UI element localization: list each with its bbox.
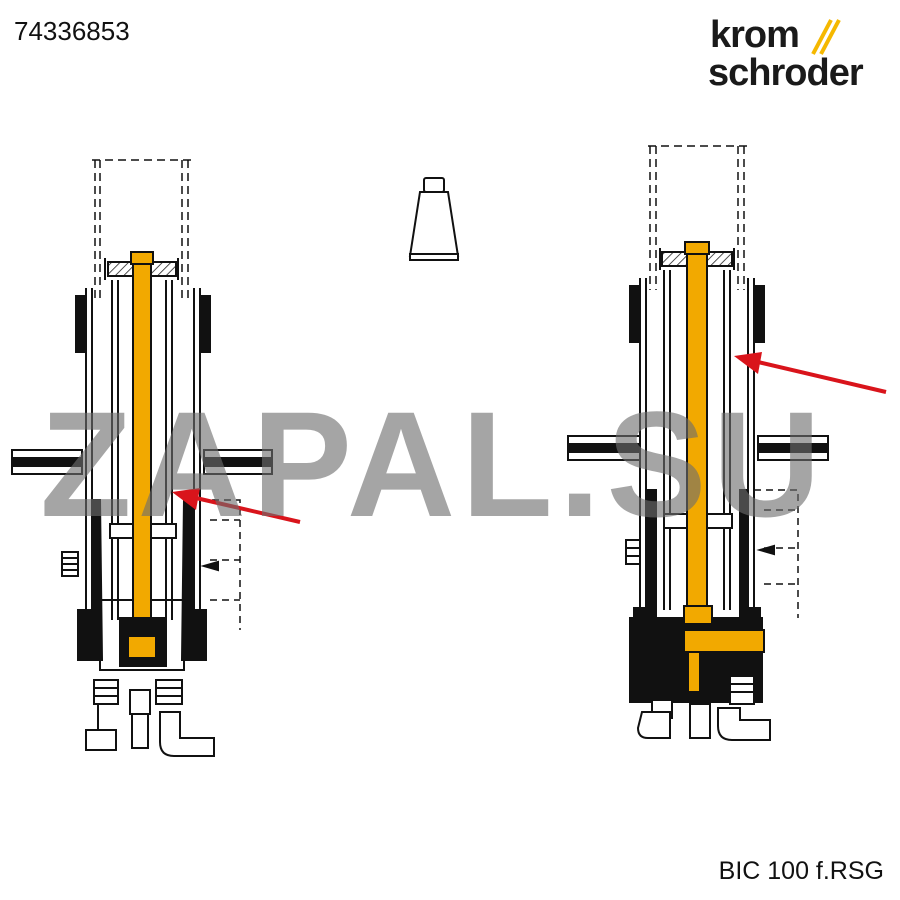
right-dashed-extension	[648, 145, 748, 290]
left-burner-body	[11, 288, 273, 671]
brand-logo-line1: krom	[710, 14, 800, 56]
brand-logo: krom schroder	[706, 14, 886, 104]
right-connectors	[636, 675, 771, 741]
grease-tube-icon	[408, 177, 460, 261]
pointer-arrow-icon	[172, 488, 301, 524]
right-burner-assembly	[567, 145, 829, 741]
pointer-arrow-icon	[734, 352, 887, 394]
left-connectors	[85, 679, 215, 757]
brand-logo-line2: schroder	[708, 52, 864, 94]
right-burner-body	[567, 278, 829, 620]
brand-slash-icon	[811, 19, 841, 55]
left-burner-assembly	[11, 159, 273, 757]
left-dashed-extension	[92, 159, 192, 300]
model-label: BIC 100 f.RSG	[718, 857, 884, 885]
part-number: 74336853	[14, 16, 130, 46]
watermark: ZAPAL.SU	[40, 380, 827, 548]
